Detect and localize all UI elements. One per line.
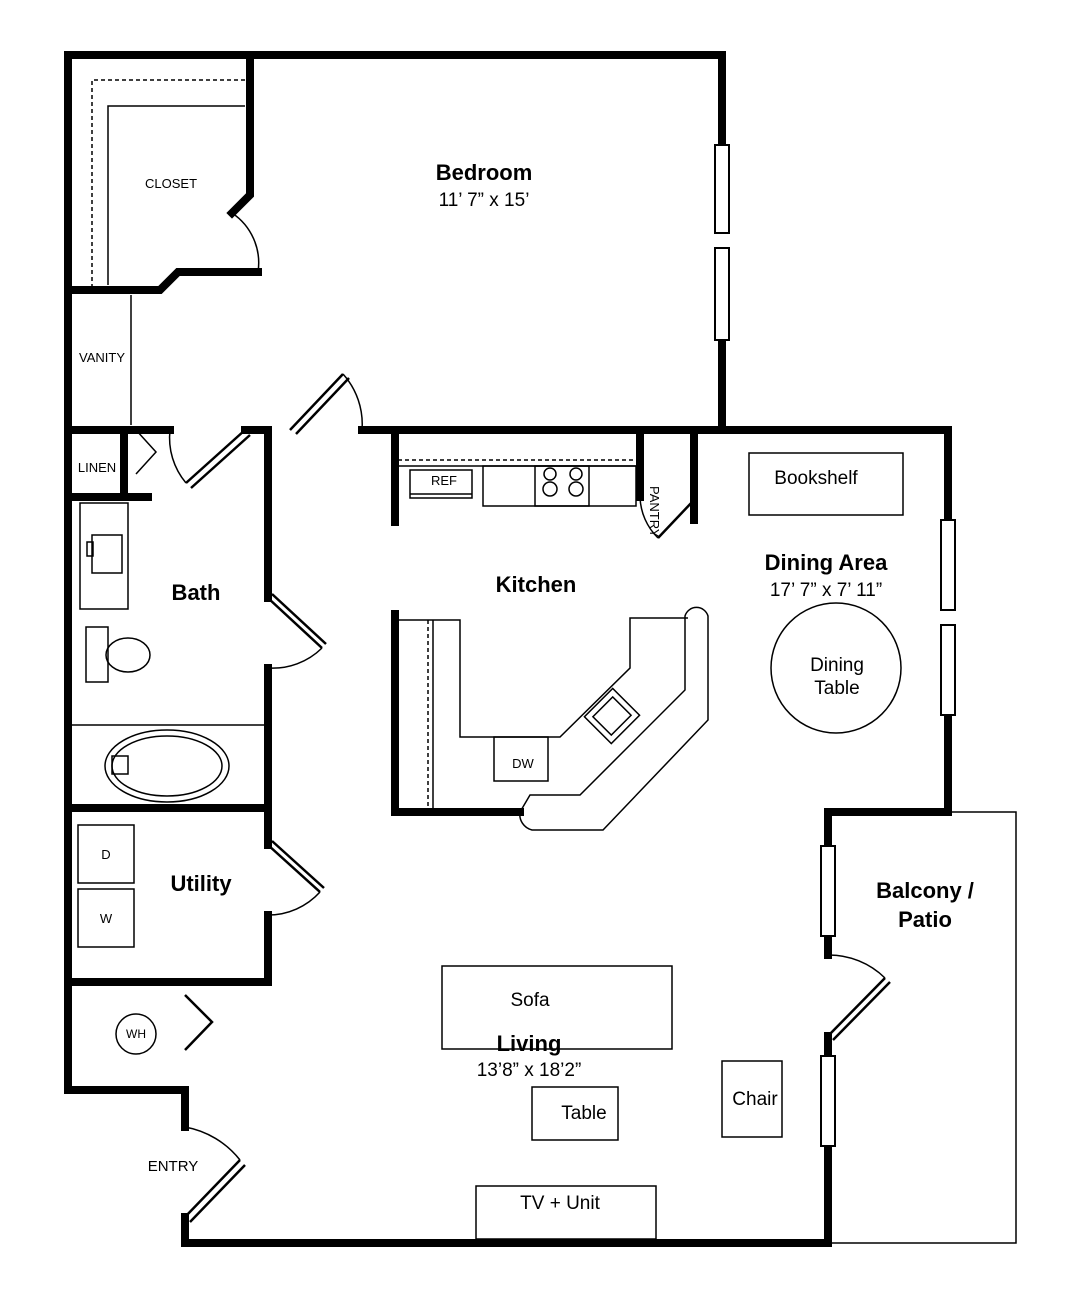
entry-label: ENTRY (147, 1158, 199, 1175)
bookshelf-label: Bookshelf (774, 468, 858, 489)
balcony-name-line1: Balcony / (876, 878, 974, 903)
chair-label: Chair (732, 1089, 778, 1110)
sofa-label: Sofa (510, 990, 550, 1011)
dining-table-label-line1: Dining (810, 655, 864, 676)
bedroom-name: Bedroom (435, 160, 533, 185)
walls (64, 51, 952, 1247)
bath-fixtures (72, 502, 264, 803)
balcony-name-line2: Patio (898, 907, 952, 932)
closet-shelf (91, 79, 245, 288)
dryer-label: D (101, 847, 111, 862)
furniture (441, 452, 904, 1240)
vanity-label: VANITY (79, 350, 125, 365)
bath-name: Bath (171, 580, 221, 605)
utility-name: Utility (170, 871, 232, 896)
living-name: Living (496, 1031, 562, 1056)
utility-fixtures (77, 824, 157, 1055)
tv-unit-label: TV + Unit (520, 1193, 600, 1214)
balcony-outline (832, 811, 1017, 1244)
kitchen-name: Kitchen (495, 572, 577, 597)
living-dimensions: 13’8” x 18’2” (476, 1060, 582, 1081)
pantry-label: PANTRY (647, 486, 662, 538)
windows (714, 144, 956, 1147)
water-heater-label: WH (126, 1027, 146, 1041)
wall-left (64, 51, 254, 1091)
washer-label: W (99, 911, 113, 926)
dining-area-name: Dining Area (764, 550, 888, 575)
closet-label: CLOSET (144, 176, 198, 191)
closet-rod (107, 105, 245, 285)
kitchen-fixtures (398, 459, 709, 831)
linen-label: LINEN (77, 460, 117, 475)
dishwasher-label: DW (512, 756, 534, 771)
dining-area-dimensions: 17’ 7” x 7’ 11” (769, 580, 883, 601)
refrigerator-label: REF (431, 473, 457, 488)
dining-table-label-line2: Table (814, 678, 860, 699)
doors (135, 212, 891, 1223)
bedroom-dimensions: 11’ 7” x 15’ (438, 190, 530, 211)
table-label: Table (561, 1103, 607, 1124)
